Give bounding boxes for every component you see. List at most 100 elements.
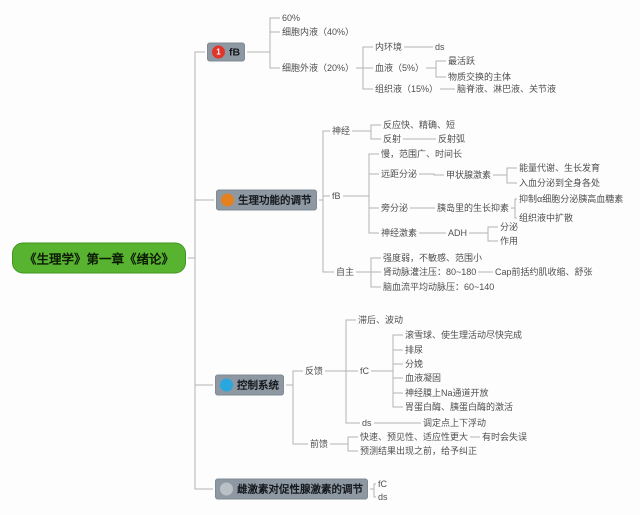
topic-correct-before-result[interactable]: 预测结果出现之前，给予纠正 xyxy=(360,445,477,457)
topic-ds-internal-env[interactable]: ds xyxy=(435,41,445,53)
topic-fc-positive-feedback-label: fC xyxy=(360,366,369,376)
topic-tissue-fluid-label: 组织液（15%） xyxy=(375,84,439,94)
branch-physiological-regulation[interactable]: 生理功能的调节 xyxy=(216,189,317,211)
topic-slow-wide-long[interactable]: 慢，范围广、时间长 xyxy=(381,148,462,160)
topic-fc-positive-feedback[interactable]: fC xyxy=(360,365,369,377)
topic-humoral-regulation[interactable]: fB xyxy=(332,190,341,202)
topic-fc-estrogen[interactable]: fC xyxy=(378,478,387,490)
topic-fc-estrogen-label: fC xyxy=(378,479,387,489)
topic-ds-setpoint[interactable]: ds xyxy=(362,417,372,429)
branch-control-system[interactable]: 控制系统 xyxy=(215,374,284,396)
topic-blood-label: 血液（5%） xyxy=(375,63,425,73)
topic-fast-accurate-short[interactable]: 反应快、精确、短 xyxy=(383,119,455,131)
topic-exchange-subject[interactable]: 物质交换的主体 xyxy=(448,71,511,83)
topic-precapillary-sphincter[interactable]: Cap前括约肌收缩、舒张 xyxy=(495,266,593,278)
root-topic[interactable]: 《生理学》第一章《绪论》 xyxy=(12,242,187,274)
topic-tissue-fluid[interactable]: 组织液（15%） xyxy=(375,83,438,95)
gray-circle-icon xyxy=(220,482,233,496)
topic-secreted-into-blood-label: 入血分泌到全身各处 xyxy=(519,178,601,188)
topic-islet-somatostatin[interactable]: 胰岛里的生长抑素 xyxy=(437,202,509,214)
topic-energy-metabolism-growth[interactable]: 能量代谢、生长发育 xyxy=(519,162,600,174)
topic-intracellular-fluid-label: 细胞内液（40%） xyxy=(282,27,355,37)
topic-quick-predictive-adaptive-label: 快速、预见性、适应性更大 xyxy=(360,432,469,442)
branch-control-system-label: 控制系统 xyxy=(237,379,279,392)
topic-paracrine-label: 旁分泌 xyxy=(381,203,409,213)
topic-feedback-label: 反馈 xyxy=(305,366,324,376)
topic-secreted-into-blood[interactable]: 入血分泌到全身各处 xyxy=(519,177,600,189)
topic-feedback[interactable]: 反馈 xyxy=(305,365,323,377)
topic-most-active[interactable]: 最活跃 xyxy=(448,55,475,67)
topic-weak-insensitive-small[interactable]: 强度弱，不敏感、范围小 xyxy=(383,252,482,264)
topic-renal-perfusion-pressure-label: 肾动脉灌注压：80~180 xyxy=(383,267,477,277)
topic-na-channel-opening-label: 神经膜上Na通道开放 xyxy=(405,388,489,398)
topic-thyroid-hormone[interactable]: 甲状腺激素 xyxy=(446,169,491,181)
topic-blood-coagulation-label: 血液凝固 xyxy=(405,373,442,383)
topic-sometimes-fails-label: 有时会失误 xyxy=(482,432,528,442)
topic-childbirth[interactable]: 分娩 xyxy=(405,358,423,370)
topic-extracellular-fluid-label: 细胞外液（20%） xyxy=(282,63,355,73)
topic-urination[interactable]: 排尿 xyxy=(405,344,423,356)
topic-renal-perfusion-pressure[interactable]: 肾动脉灌注压：80~180 xyxy=(383,266,476,278)
topic-weak-insensitive-small-label: 强度弱，不敏感、范围小 xyxy=(383,253,483,263)
topic-ds-internal-env-label: ds xyxy=(435,42,445,52)
topic-paracrine[interactable]: 旁分泌 xyxy=(381,202,408,214)
topic-nervous-regulation[interactable]: 神经 xyxy=(332,125,350,137)
topic-snowball-label: 滚雪球、使生理活动尽快完成 xyxy=(405,330,523,340)
topic-islet-somatostatin-label: 胰岛里的生长抑素 xyxy=(437,203,510,213)
topic-extracellular-fluid[interactable]: 细胞外液（20%） xyxy=(282,62,354,74)
topic-inhibit-alpha-cell-glucagon-label: 抑制α细胞分泌胰高血糖素 xyxy=(519,194,624,204)
topic-cerebral-mean-arterial-pressure-label: 脑血流平均动脉压：60~140 xyxy=(383,282,495,292)
topic-humoral-regulation-label: fB xyxy=(332,191,341,201)
topic-diffuse-in-tissue-fluid[interactable]: 组织液中扩散 xyxy=(519,212,573,224)
topic-inhibit-alpha-cell-glucagon[interactable]: 抑制α细胞分泌胰高血糖素 xyxy=(519,193,623,205)
topic-ds-estrogen[interactable]: ds xyxy=(378,491,388,503)
topic-lag-oscillation[interactable]: 滞后、波动 xyxy=(358,314,403,326)
topic-sometimes-fails[interactable]: 有时会失误 xyxy=(482,431,527,443)
topic-reflex[interactable]: 反射 xyxy=(383,133,401,145)
topic-slow-wide-long-label: 慢，范围广、时间长 xyxy=(381,149,463,159)
topic-adh-label: ADH xyxy=(448,228,468,238)
topic-neurohormone-label: 神经激素 xyxy=(381,228,418,238)
topic-60-percent[interactable]: 60% xyxy=(282,12,300,24)
root-topic-label: 《生理学》第一章《绪论》 xyxy=(24,252,175,267)
topic-internal-environment-label: 内环境 xyxy=(375,42,403,52)
topic-exchange-subject-label: 物质交换的主体 xyxy=(448,72,512,82)
priority-1-red-circle-icon: 1 xyxy=(212,45,225,59)
topic-na-channel-opening[interactable]: 神经膜上Na通道开放 xyxy=(405,387,489,399)
topic-neurohormone[interactable]: 神经激素 xyxy=(381,227,417,239)
topic-pepsin-trypsin-activation-label: 胃蛋白酶、胰蛋白酶的激活 xyxy=(405,402,514,412)
topic-reflex-arc[interactable]: 反射弧 xyxy=(438,133,465,145)
topic-childbirth-label: 分娩 xyxy=(405,359,424,369)
topic-adh[interactable]: ADH xyxy=(448,227,467,239)
topic-effect[interactable]: 作用 xyxy=(500,235,518,247)
topic-telecrine[interactable]: 远距分泌 xyxy=(381,168,417,180)
branch-estrogen-gonadotropin-regulation[interactable]: 雌激素对促性腺激素的调节 xyxy=(215,478,368,500)
branch-estrogen-gonadotropin-regulation-label: 雌激素对促性腺激素的调节 xyxy=(237,483,363,496)
topic-autoregulation-label: 自主 xyxy=(336,267,355,277)
topic-internal-environment[interactable]: 内环境 xyxy=(375,41,402,53)
topic-autoregulation[interactable]: 自主 xyxy=(336,266,354,278)
topic-cerebral-mean-arterial-pressure[interactable]: 脑血流平均动脉压：60~140 xyxy=(383,281,494,293)
topic-telecrine-label: 远距分泌 xyxy=(381,169,418,179)
topic-60-percent-label: 60% xyxy=(282,13,301,23)
topic-setpoint-fluctuation[interactable]: 调定点上下浮动 xyxy=(423,417,486,429)
branch-physiological-regulation-label: 生理功能的调节 xyxy=(238,194,312,207)
topic-correct-before-result-label: 预测结果出现之前，给予纠正 xyxy=(360,446,478,456)
topic-precapillary-sphincter-label: Cap前括约肌收缩、舒张 xyxy=(495,267,593,277)
topic-blood-coagulation[interactable]: 血液凝固 xyxy=(405,372,441,384)
topic-secretion[interactable]: 分泌 xyxy=(500,221,518,233)
topic-quick-predictive-adaptive[interactable]: 快速、预见性、适应性更大 xyxy=(360,431,468,443)
topic-intracellular-fluid[interactable]: 细胞内液（40%） xyxy=(282,26,354,38)
topic-feedforward-label: 前馈 xyxy=(310,439,329,449)
topic-setpoint-fluctuation-label: 调定点上下浮动 xyxy=(423,418,487,428)
topic-blood[interactable]: 血液（5%） xyxy=(375,62,424,74)
topic-thyroid-hormone-label: 甲状腺激素 xyxy=(446,170,492,180)
topic-feedforward[interactable]: 前馈 xyxy=(310,438,328,450)
topic-csf-lymph-joint-fluid[interactable]: 脑脊液、淋巴液、关节液 xyxy=(457,83,556,95)
topic-snowball[interactable]: 滚雪球、使生理活动尽快完成 xyxy=(405,329,522,341)
topic-pepsin-trypsin-activation[interactable]: 胃蛋白酶、胰蛋白酶的激活 xyxy=(405,401,513,413)
topic-energy-metabolism-growth-label: 能量代谢、生长发育 xyxy=(519,163,601,173)
topic-nervous-regulation-label: 神经 xyxy=(332,126,351,136)
